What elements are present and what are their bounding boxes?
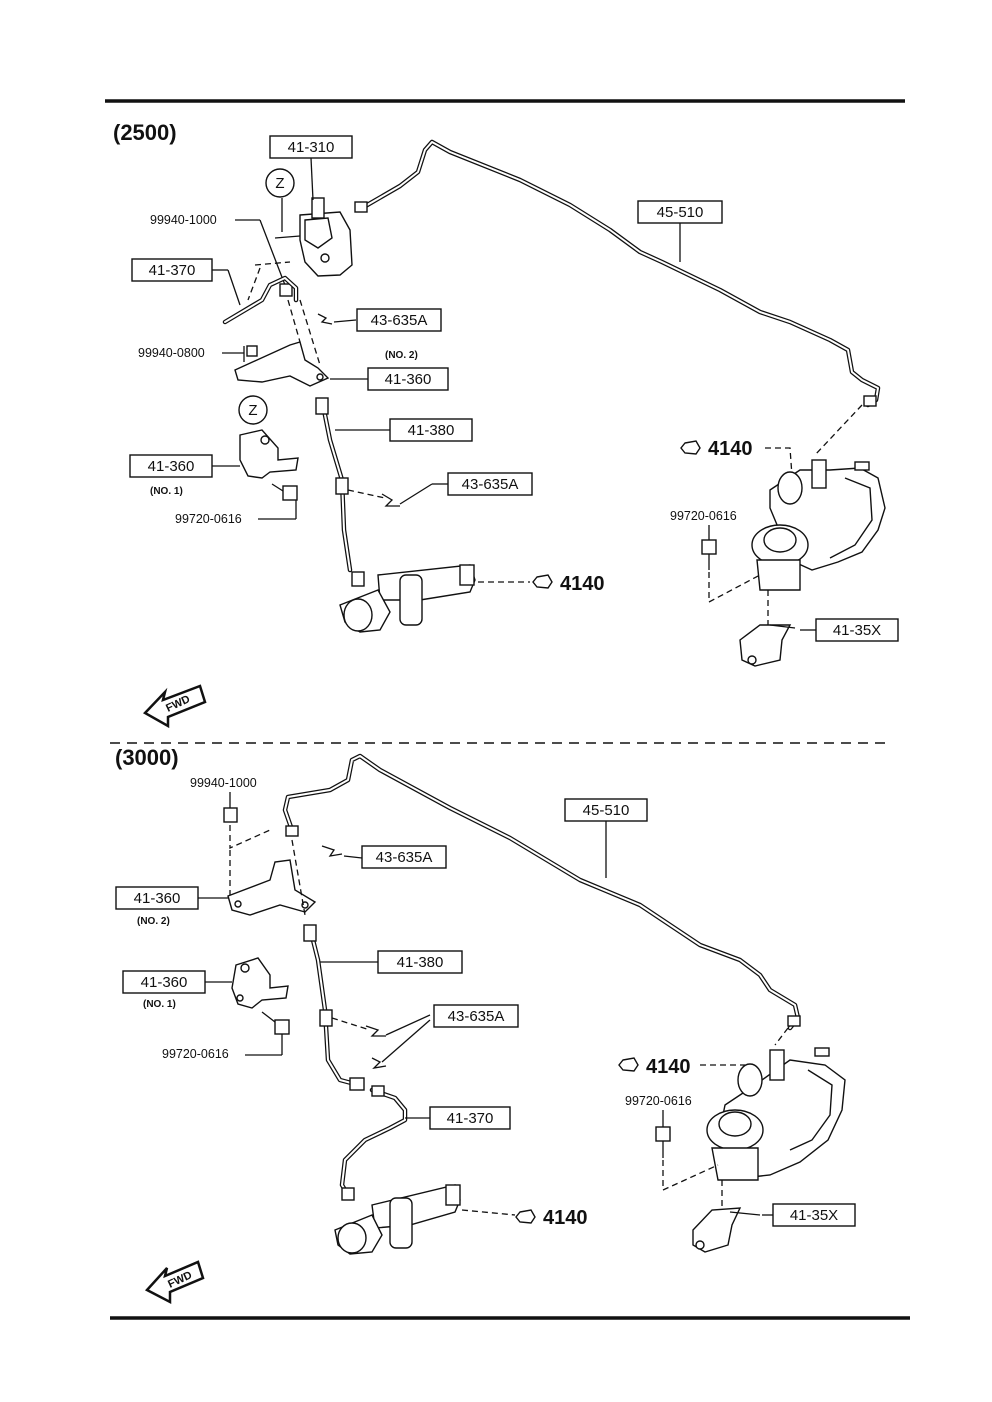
part-label-99720-0616: 99720-0616 <box>162 1047 229 1061</box>
bolt <box>246 345 258 357</box>
note-symbol <box>680 440 701 455</box>
part-label-43-635A: 43-635A <box>462 476 519 493</box>
z-marker-letter: Z <box>275 175 284 192</box>
hose-fitting <box>335 477 349 495</box>
label-box <box>356 308 442 332</box>
part-label-41-370: 41-370 <box>447 1110 494 1127</box>
section-2500: (2500) 41-310 Z 99940-1000 41-3 <box>113 120 899 729</box>
part-label-41-360: 41-360 <box>134 890 181 907</box>
part-label-41-35X: 41-35X <box>790 1207 838 1224</box>
part-label-99720-0616: 99720-0616 <box>670 509 737 523</box>
label-box <box>433 1004 519 1028</box>
part-label-41-360: 41-360 <box>141 974 188 991</box>
clutch-bracket <box>692 1207 742 1253</box>
clutch-pipe-45-510 <box>282 753 801 1031</box>
part-label-99720-0616: 99720-0616 <box>625 1094 692 1108</box>
part-label-99940-0800: 99940-0800 <box>138 346 205 360</box>
clutch-pipe-45-510 <box>354 139 881 408</box>
fwd-arrow: FWD <box>144 1260 205 1305</box>
section-3000: (3000) 45-510 99940-1000 43-635A 41-360 … <box>115 745 856 1305</box>
label-box <box>637 200 723 224</box>
label-box <box>429 1106 511 1130</box>
pipe-fitting <box>371 1085 385 1097</box>
master-cylinder <box>274 197 353 277</box>
z-marker-letter: Z <box>248 402 257 419</box>
pipe-fitting <box>285 825 299 837</box>
bolt-head <box>282 485 298 501</box>
part-label-41-35X: 41-35X <box>833 622 881 639</box>
pipe-fitting <box>863 395 877 407</box>
bolt-head <box>274 1019 290 1035</box>
label-box <box>129 454 213 478</box>
pipe-fitting <box>341 1187 355 1201</box>
bolt-head <box>701 539 717 555</box>
hose-fitting <box>319 1009 333 1027</box>
note-no2: (NO. 2) <box>137 916 170 927</box>
release-fork-assembly <box>706 1047 846 1181</box>
label-box <box>815 618 899 642</box>
note-symbol <box>618 1057 639 1072</box>
section-title: (2500) <box>113 120 177 145</box>
part-label-41-360: 41-360 <box>148 458 195 475</box>
part-label-41-370: 41-370 <box>149 262 196 279</box>
slave-cylinder <box>334 1184 461 1255</box>
slave-cylinder <box>339 564 476 633</box>
label-box <box>377 950 463 974</box>
bracket-no1 <box>239 429 299 479</box>
label-box <box>361 845 447 869</box>
bracket-no2 <box>234 341 330 387</box>
part-label-45-510: 45-510 <box>657 204 704 221</box>
hose-fitting <box>303 924 317 942</box>
pipe-fitting <box>787 1015 801 1027</box>
hose-fitting <box>349 1077 365 1091</box>
ref-4140: 4140 <box>708 438 753 460</box>
part-label-43-635A: 43-635A <box>376 849 433 866</box>
part-label-43-635A: 43-635A <box>371 312 428 329</box>
pipe-fitting <box>354 201 368 213</box>
part-label-41-310: 41-310 <box>288 139 335 156</box>
part-label-41-380: 41-380 <box>397 954 444 971</box>
hose-fitting <box>351 571 365 587</box>
note-symbol <box>532 574 553 589</box>
ref-4140: 4140 <box>560 573 605 595</box>
part-label-99720-0616: 99720-0616 <box>175 512 242 526</box>
nut <box>279 283 293 297</box>
note-no1: (NO. 1) <box>150 486 183 497</box>
ref-4140: 4140 <box>543 1207 588 1229</box>
reservoir-cap <box>311 197 325 219</box>
z-marker <box>265 168 295 198</box>
bolt-head <box>655 1126 671 1142</box>
label-box <box>122 970 206 994</box>
hose-fitting <box>315 397 329 415</box>
label-box <box>115 886 199 910</box>
part-label-41-360: 41-360 <box>385 371 432 388</box>
note-no2: (NO. 2) <box>385 350 418 361</box>
nut <box>223 807 238 823</box>
label-box <box>389 418 473 442</box>
release-fork-assembly <box>751 459 886 591</box>
part-label-41-380: 41-380 <box>408 422 455 439</box>
section-title: (3000) <box>115 745 179 770</box>
fwd-arrow: FWD <box>142 684 207 729</box>
label-box <box>772 1203 856 1227</box>
note-no1: (NO. 1) <box>143 999 176 1010</box>
part-label-43-635A: 43-635A <box>448 1008 505 1025</box>
z-marker <box>238 395 268 425</box>
part-label-99940-1000: 99940-1000 <box>190 776 257 790</box>
part-label-45-510: 45-510 <box>583 802 630 819</box>
bracket-no2 <box>227 859 317 916</box>
note-symbol <box>515 1209 536 1224</box>
label-box <box>367 367 449 391</box>
ref-4140: 4140 <box>646 1056 691 1078</box>
part-label-99940-1000: 99940-1000 <box>150 213 217 227</box>
